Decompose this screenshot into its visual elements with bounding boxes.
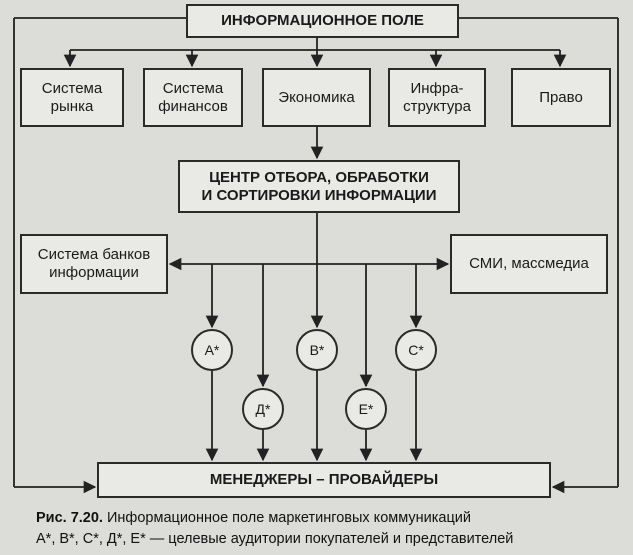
audience-a-node: А* <box>191 329 233 371</box>
information-field-box: ИНФОРМАЦИОННОЕ ПОЛЕ <box>186 4 459 38</box>
figure-title: Информационное поле маркетинговых коммун… <box>107 510 471 526</box>
figure-caption: Рис. 7.20. Информационное поле маркетинг… <box>36 508 626 550</box>
market-system-box: Система рынка <box>20 68 124 127</box>
caption-line-1: Рис. 7.20. Информационное поле маркетинг… <box>36 508 626 529</box>
processing-center-box: ЦЕНТР ОТБОРА, ОБРАБОТКИ И СОРТИРОВКИ ИНФ… <box>178 160 460 213</box>
data-banks-box: Система банков информации <box>20 234 168 294</box>
infrastructure-box: Инфра- структура <box>388 68 486 127</box>
figure-label: Рис. 7.20. <box>36 510 103 526</box>
law-box: Право <box>511 68 611 127</box>
caption-line-2: А*, В*, С*, Д*, Е* — целевые аудитории п… <box>36 531 514 547</box>
media-box: СМИ, массмедиа <box>450 234 608 294</box>
audience-e-node: Е* <box>345 388 387 430</box>
audience-b-node: В* <box>296 329 338 371</box>
audience-c-node: С* <box>395 329 437 371</box>
economy-box: Экономика <box>262 68 371 127</box>
finance-system-box: Система финансов <box>143 68 243 127</box>
audience-d-node: Д* <box>242 388 284 430</box>
managers-providers-box: МЕНЕДЖЕРЫ – ПРОВАЙДЕРЫ <box>97 462 551 498</box>
